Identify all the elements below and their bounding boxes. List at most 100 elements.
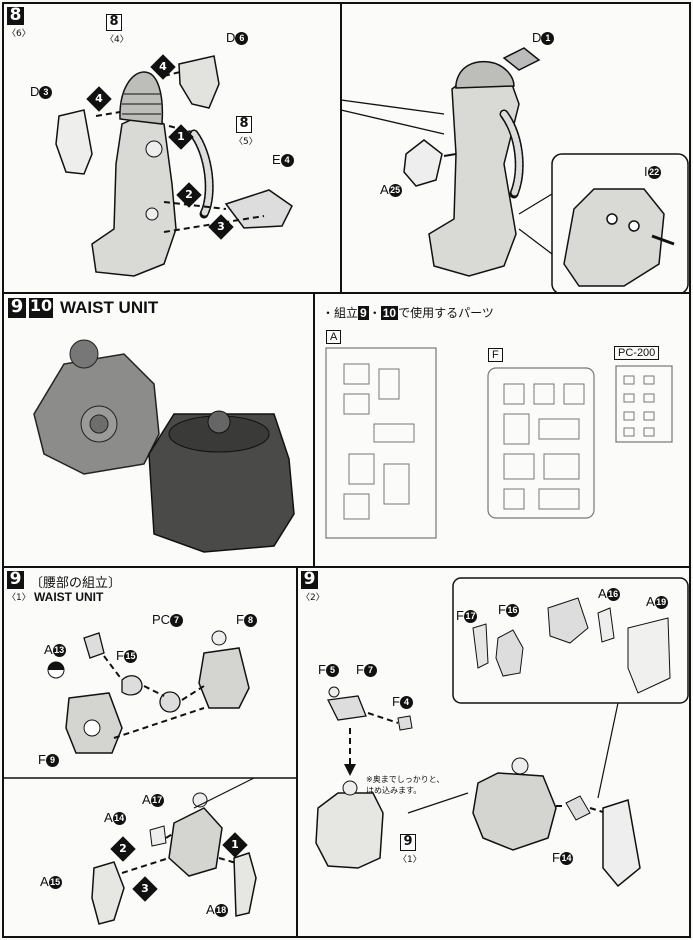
arrow-step-1: 1 <box>168 124 194 150</box>
part-a25-label: A25 <box>380 182 402 198</box>
arrow-step-3: 3 <box>132 876 158 902</box>
waist-title: WAIST UNIT <box>60 298 159 317</box>
arrow-step-text: 4 <box>159 60 167 73</box>
arrow-step-4a: 4 <box>150 54 176 80</box>
part-letter: F <box>318 662 326 677</box>
step8-ref2-sub: 〈5〉 <box>234 137 258 147</box>
arrow-step-3: 3 <box>208 214 234 240</box>
part-number-badge: 13 <box>52 644 66 658</box>
part-letter: A <box>142 792 151 807</box>
part-letter: F <box>392 694 400 709</box>
part-letter: F <box>356 662 364 677</box>
step9-2-number: 9 <box>301 571 318 589</box>
part-number-badge: 4 <box>280 154 294 168</box>
step9-2-note: ※奥までしっかりと、 はめ込みます。 <box>366 774 444 796</box>
part-number-badge: 19 <box>654 596 668 610</box>
step8-ref2-number: 8 <box>236 116 252 133</box>
step9-1-title-en: WAIST UNIT <box>34 590 104 604</box>
part-f17-label: F17 <box>456 608 477 624</box>
waist-overview-illustration <box>33 294 673 566</box>
arrow-step-text: 2 <box>185 188 193 201</box>
part-f15-label: F15 <box>116 648 137 664</box>
part-number-badge: 1 <box>541 32 555 46</box>
part-number-badge: 18 <box>214 904 228 918</box>
part-i22-label: I22 <box>644 164 661 180</box>
step8-ref-sub: 〈4〉 <box>105 35 129 45</box>
part-letter: E <box>272 152 281 167</box>
runner-caption-prefix: ・組立 <box>322 306 359 320</box>
part-letter: F <box>38 752 46 767</box>
runner-caption-num-a: 9 <box>358 306 369 320</box>
part-letter: A <box>40 874 49 889</box>
step9-2-ref-number: 9 <box>400 834 416 851</box>
part-number-badge: 22 <box>647 166 661 180</box>
part-a14-label: A14 <box>104 810 126 826</box>
part-letter: F <box>456 608 464 623</box>
part-letter: I <box>644 164 648 179</box>
part-number-badge: 17 <box>150 794 164 808</box>
note-line-1: ※奥までしっかりと、 <box>366 775 445 784</box>
arrow-step-text: 1 <box>177 130 185 143</box>
step9-1-illustration <box>4 630 296 925</box>
part-number-badge: 7 <box>363 664 377 678</box>
runner-a-label: A <box>326 330 342 344</box>
runner-caption-suffix: で使用するパーツ <box>398 306 494 320</box>
part-letter: F <box>236 612 244 627</box>
step9-1-number: 9 <box>7 571 24 589</box>
part-letter: F <box>552 850 560 865</box>
arrow-step-4b: 4 <box>86 86 112 112</box>
runner-f-label: F <box>488 348 503 362</box>
runner-caption-num-b: 10 <box>380 306 399 320</box>
part-letter: F <box>498 602 506 617</box>
part-number-badge: 3 <box>39 86 53 100</box>
part-a18-label: A18 <box>206 902 228 918</box>
arrow-step-text: 1 <box>231 838 239 851</box>
part-number-badge: 7 <box>170 614 184 628</box>
step9-1-sub: 〈1〉 <box>7 593 31 603</box>
arrow-step-text: 4 <box>95 92 103 105</box>
part-a19-label: A19 <box>646 594 668 610</box>
part-a16-label: A16 <box>598 586 620 602</box>
arrow-step-2: 2 <box>110 836 136 862</box>
part-letter: D <box>532 30 542 45</box>
part-letter: A <box>44 642 53 657</box>
part-number-badge: 4 <box>399 696 413 710</box>
runner-pc200-label: PC-200 <box>614 346 660 360</box>
runner-f-graphic <box>487 367 595 519</box>
step8-number: 8 <box>7 7 24 25</box>
part-number-badge: 6 <box>235 32 249 46</box>
part-letter: F <box>116 648 124 663</box>
part-number-badge: 14 <box>559 852 573 866</box>
runner-a-graphic <box>325 347 437 539</box>
step8-sub: 〈6〉 <box>7 29 31 39</box>
step9-1-title-jp: 〔腰部の組立〕 <box>30 575 122 590</box>
arrow-step-text: 3 <box>141 882 149 895</box>
part-number-badge: 14 <box>112 812 126 826</box>
part-number-badge: 15 <box>48 876 62 890</box>
part-a15-label: A15 <box>40 874 62 890</box>
step8-illustration <box>55 4 689 292</box>
arrow-step-1: 1 <box>222 832 248 858</box>
part-number-badge: 17 <box>463 610 477 624</box>
note-line-2: はめ込みます。 <box>366 786 422 795</box>
part-letter: D <box>226 30 236 45</box>
part-number-badge: 9 <box>45 754 59 768</box>
part-f16-label: F16 <box>498 602 519 618</box>
part-number-badge: 5 <box>325 664 339 678</box>
step9-2-ref-sub: 〈1〉 <box>398 855 422 865</box>
